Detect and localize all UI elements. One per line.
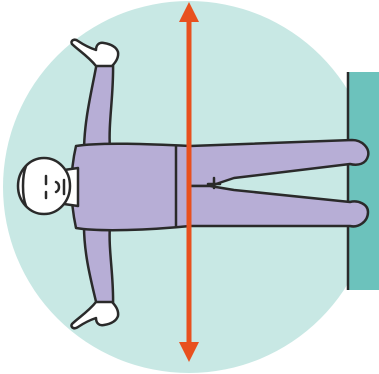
ground-surface xyxy=(348,72,379,290)
torso xyxy=(72,144,191,230)
